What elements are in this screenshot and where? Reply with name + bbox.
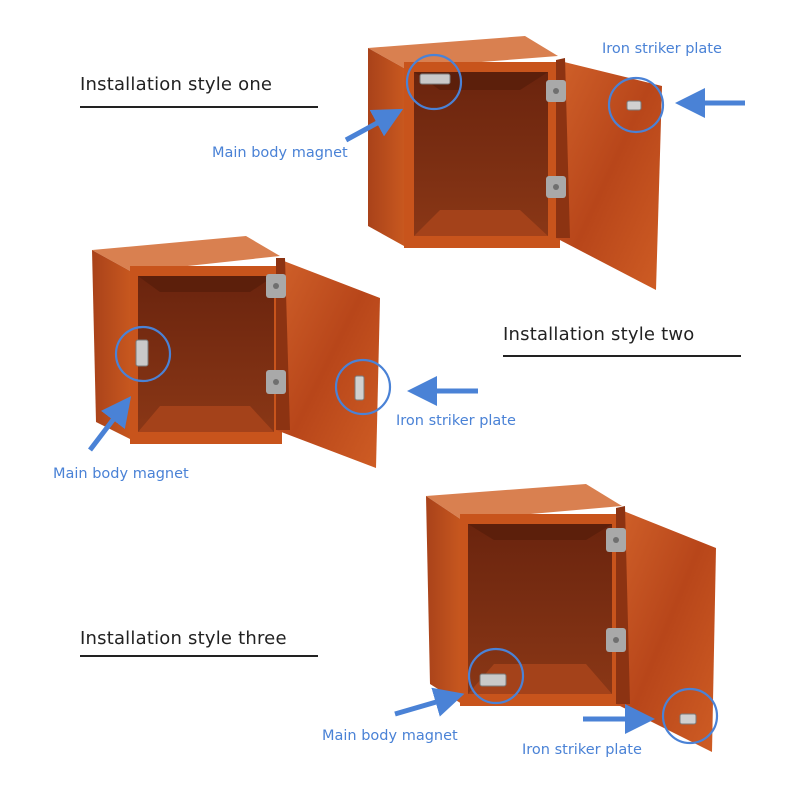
- cabinet-interior: [414, 72, 548, 236]
- heading-underline: [503, 355, 741, 357]
- cabinet-illustration-two: [92, 236, 380, 468]
- highlight-circle-icon: [114, 325, 172, 383]
- heading-style-one: Installation style one: [80, 74, 273, 95]
- heading-underline: [80, 106, 318, 108]
- heading-style-three: Installation style three: [80, 628, 287, 649]
- striker-plate-icon: [626, 100, 642, 111]
- cabinet-interior-ceiling: [468, 524, 612, 540]
- cabinet-top: [92, 236, 280, 272]
- highlight-circle-icon: [405, 53, 463, 111]
- hinge-icon: [606, 528, 626, 552]
- cabinet-door: [616, 508, 716, 752]
- arrow-icon: [344, 108, 404, 143]
- cabinet-left-side: [92, 250, 132, 440]
- arrow-icon: [88, 396, 132, 452]
- label-magnet-one: Main body magnet: [212, 145, 348, 161]
- cabinet-top: [426, 484, 622, 520]
- heading-underline: [80, 655, 318, 657]
- hinge-icon: [546, 80, 566, 102]
- striker-plate-icon: [354, 375, 365, 401]
- cabinet-left-side: [426, 496, 462, 704]
- striker-plate-icon: [679, 713, 697, 725]
- magnet-icon: [135, 339, 149, 367]
- cabinet-door: [276, 258, 380, 468]
- hinge-icon: [606, 628, 626, 652]
- magnet-icon: [419, 73, 451, 85]
- hinge-icon: [266, 274, 286, 298]
- cabinet-interior-floor: [414, 210, 548, 236]
- cabinet-left-side: [368, 48, 404, 246]
- label-magnet-three: Main body magnet: [322, 728, 458, 744]
- cabinet-door-edge: [616, 506, 630, 704]
- label-magnet-two: Main body magnet: [53, 466, 189, 482]
- arrow-icon: [394, 687, 465, 717]
- heading-style-two: Installation style two: [503, 324, 695, 345]
- highlight-circle-icon: [334, 358, 392, 416]
- highlight-circle-icon: [467, 647, 525, 705]
- cabinet-door: [556, 60, 662, 290]
- highlight-circle-icon: [607, 76, 665, 134]
- cabinet-interior-floor: [138, 406, 274, 432]
- cabinet-illustration-one: [368, 36, 662, 290]
- cabinet-interior-ceiling: [138, 276, 274, 292]
- label-striker-plate-three: Iron striker plate: [522, 742, 642, 758]
- hinge-icon: [266, 370, 286, 394]
- label-striker-plate-one: Iron striker plate: [602, 41, 722, 57]
- label-striker-plate-two: Iron striker plate: [396, 413, 516, 429]
- cabinet-top: [368, 36, 558, 68]
- cabinet-illustration-three: [426, 484, 716, 752]
- hinge-icon: [546, 176, 566, 198]
- highlight-circle-icon: [661, 687, 719, 745]
- magnet-icon: [479, 673, 507, 687]
